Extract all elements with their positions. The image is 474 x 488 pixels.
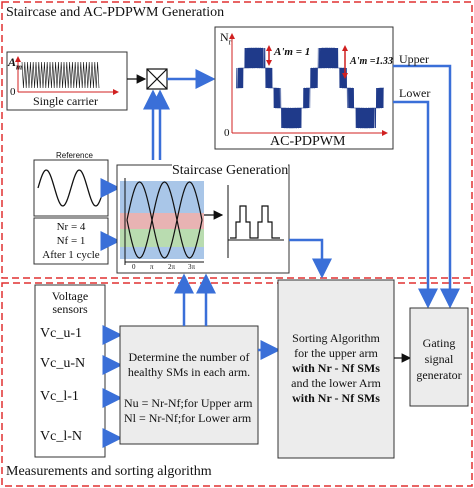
annotation-am1: A'm = 1 — [274, 46, 311, 58]
output-upper-label: Upper — [399, 52, 429, 66]
sensor-vcln: Vc_l-N — [40, 429, 82, 444]
staircase-output — [230, 205, 280, 239]
bottom-section-title: Measurements and sorting algorithm — [6, 464, 212, 479]
pdpwm-y-label: Nr — [220, 30, 232, 47]
annotation-am133: A'm =1.33 — [350, 56, 393, 67]
determine-box — [119, 325, 259, 445]
pdpwm-signal — [236, 47, 384, 129]
carrier-triangle — [21, 61, 100, 89]
stair-output-line — [230, 205, 280, 239]
top-section-title: Staircase and AC-PDPWM Generation — [6, 5, 225, 20]
stair-tick-0: 0 — [132, 263, 136, 271]
top-section-frame — [1, 1, 473, 279]
reference-sine — [37, 169, 105, 207]
gating-box — [409, 307, 469, 407]
sorting-line5: with Nr - Nf SMs — [292, 391, 380, 405]
gating-line2: signal — [424, 352, 454, 366]
arrow-upper-to-gating — [393, 64, 460, 309]
staircase-title: Staircase Generation — [172, 163, 289, 179]
reference-title: Reference — [56, 151, 93, 160]
voltage-title-2: sensors — [52, 302, 88, 316]
carrier-amp-label: Am — [8, 55, 23, 72]
stair-tick-2: 2π — [168, 263, 176, 271]
stair-sine-a — [126, 181, 203, 259]
carrier-waveform — [21, 61, 100, 89]
pdpwm-caption: AC-PDPWM — [270, 134, 346, 149]
gating-line3: generator — [416, 368, 462, 382]
staircase-sine — [126, 181, 203, 259]
sorting-line1: Sorting Algorithm — [292, 331, 380, 345]
voltage-sensors-box — [34, 284, 106, 458]
determine-eq2: Nl = Nr-Nf;for Lower arm — [124, 411, 252, 425]
carrier-caption: Single carrier — [33, 94, 98, 108]
arrow-stair-to-sorting — [289, 238, 332, 279]
determine-eq1: Nu = Nr-Nf;for Upper arm — [124, 396, 253, 410]
determine-line1: Determine the number of — [128, 350, 250, 364]
sorting-line3: with Nr - Nf SMs — [292, 361, 380, 375]
gating-line1: Gating — [422, 336, 456, 350]
determine-line2: healthy SMs in each arm. — [127, 365, 251, 379]
sensor-vcl1: Vc_l-1 — [40, 389, 79, 404]
sensor-vcun: Vc_u-N — [40, 356, 86, 371]
param-nr: Nr = 4 — [56, 221, 86, 233]
voltage-title-1: Voltage — [51, 289, 89, 303]
carrier-zero: 0 — [10, 86, 16, 98]
sorting-line4: and the lower Arm — [291, 376, 381, 390]
pdpwm-waveform — [236, 47, 384, 129]
param-cycle: After 1 cycle — [42, 249, 100, 261]
stair-sine-b — [126, 181, 203, 259]
sorting-box — [277, 279, 395, 459]
output-lower-label: Lower — [399, 86, 431, 100]
carrier-box — [6, 51, 128, 111]
bottom-section-frame — [1, 282, 473, 487]
arrow-lower-to-gating — [393, 100, 438, 309]
sensor-vcu1: Vc_u-1 — [40, 326, 82, 341]
pdpwm-zero: 0 — [224, 127, 230, 139]
param-nf: Nf = 1 — [56, 235, 86, 247]
stair-tick-1: π — [150, 263, 154, 271]
stair-tick-3: 3π — [188, 263, 196, 271]
sorting-line2: for the upper arm — [294, 346, 378, 360]
reference-sine-line — [37, 169, 105, 207]
